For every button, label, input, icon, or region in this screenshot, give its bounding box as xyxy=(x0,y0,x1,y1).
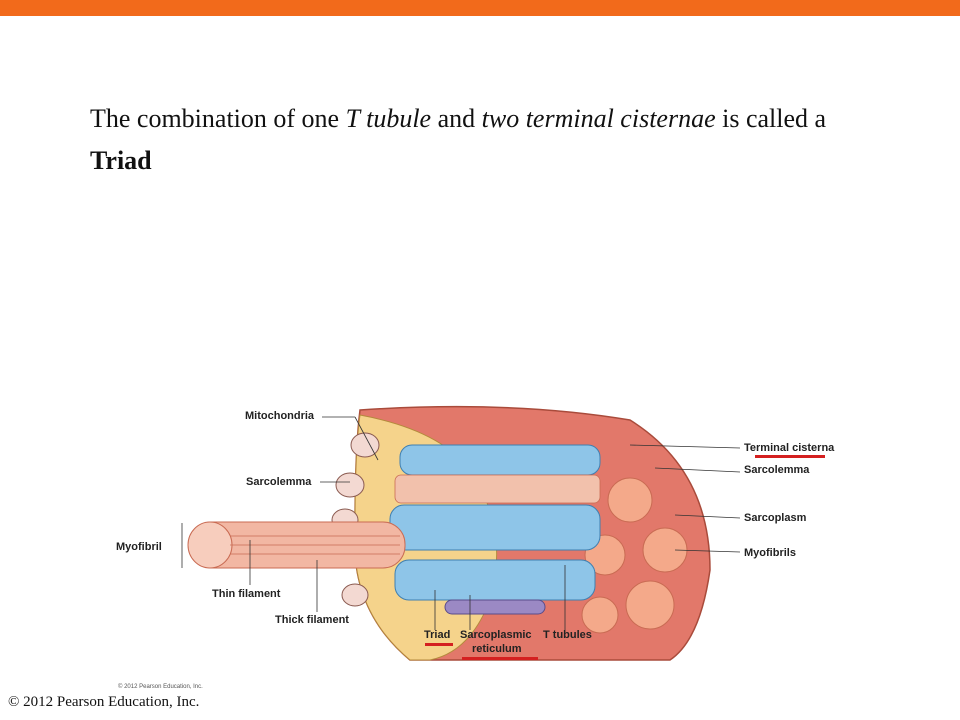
label-sarcoplasmic-line2: reticulum xyxy=(472,643,522,655)
copyright-text: © 2012 Pearson Education, Inc. xyxy=(8,694,200,710)
sarcoplasmic-reticulum-bands xyxy=(389,444,601,615)
label-terminal-cisterna: Terminal cisterna xyxy=(744,442,835,454)
leader-lines xyxy=(181,416,741,630)
myofibril-cross-sections xyxy=(581,477,688,634)
highlight-terminal-cisterna xyxy=(755,455,825,458)
slide-text: The combination of one T tubule and two … xyxy=(90,98,850,182)
sentence-part3: is called a xyxy=(715,104,827,133)
label-triad: Triad xyxy=(424,629,451,641)
term-terminal-cisternae: two terminal cisternae xyxy=(481,104,716,133)
term-t-tubule: T tubule xyxy=(345,104,432,133)
muscle-fiber-illustration xyxy=(181,405,741,661)
highlight-sarcoplasmic-reticulum xyxy=(462,657,538,660)
label-myofibril: Myofibril xyxy=(116,541,162,553)
label-t-tubules: T tubules xyxy=(543,629,592,641)
label-sarcoplasmic-line1: Sarcoplasmic xyxy=(460,629,532,641)
label-sarcolemma-left: Sarcolemma xyxy=(246,476,312,488)
top-accent-bar xyxy=(0,0,960,16)
term-triad: Triad xyxy=(90,146,152,175)
label-sarcoplasm: Sarcoplasm xyxy=(744,512,807,524)
label-thin-filament: Thin filament xyxy=(212,588,281,600)
label-thick-filament: Thick filament xyxy=(275,614,349,626)
figure-credit: © 2012 Pearson Education, Inc. xyxy=(118,684,203,690)
sentence-part2: and xyxy=(431,104,482,133)
protruding-myofibril xyxy=(187,521,406,569)
sentence-part1: The combination of one xyxy=(90,104,346,133)
label-sarcolemma-right: Sarcolemma xyxy=(744,464,810,476)
label-myofibrils: Myofibrils xyxy=(744,547,796,559)
label-mitochondria: Mitochondria xyxy=(245,410,315,422)
myofibril-strands xyxy=(394,474,601,504)
highlight-triad xyxy=(425,643,453,646)
